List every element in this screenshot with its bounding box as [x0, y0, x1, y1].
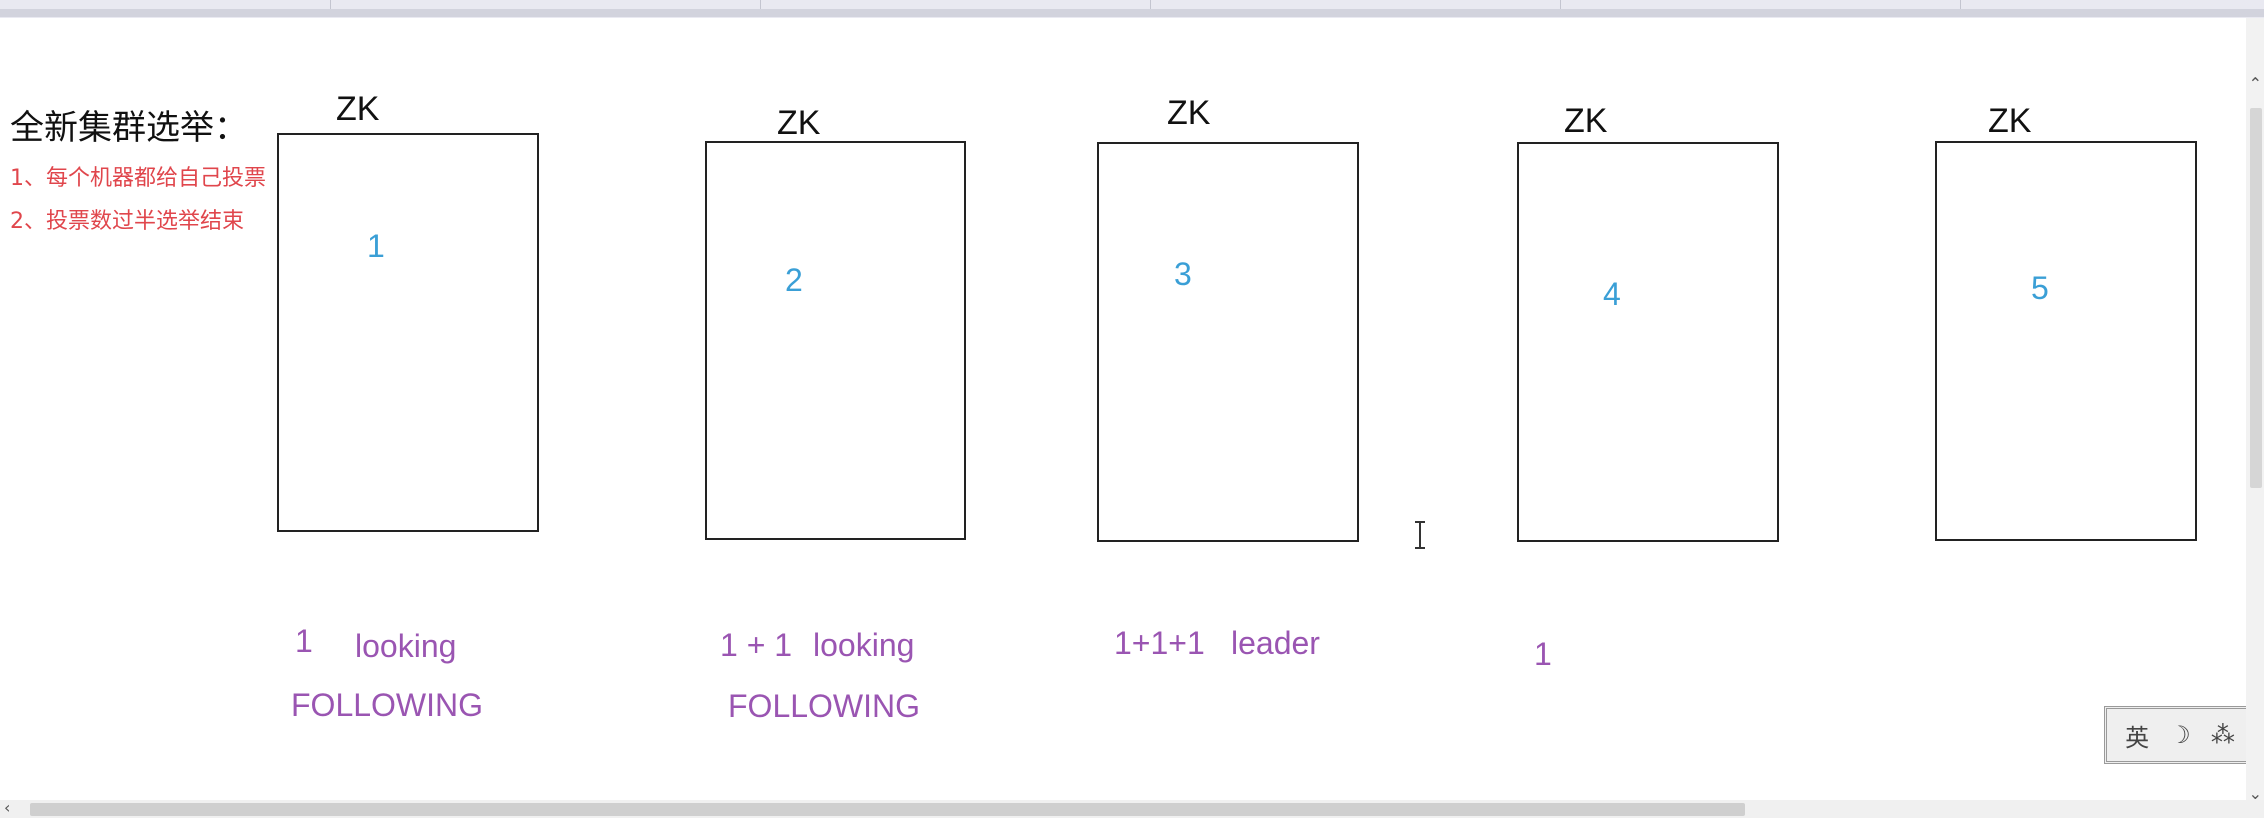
server-1-box — [277, 133, 539, 532]
vertical-scroll-thumb[interactable] — [2250, 108, 2262, 488]
text-cursor-icon — [1415, 521, 1425, 549]
vertical-scrollbar[interactable]: ⌃ ⌄ — [2246, 18, 2264, 808]
scroll-up-icon[interactable]: ⌃ — [2248, 74, 2262, 93]
ime-language-icon[interactable]: 英 — [2125, 723, 2150, 752]
server-2-box — [705, 141, 966, 540]
scroll-down-icon[interactable]: ⌄ — [2248, 784, 2262, 803]
server-1-state: looking — [355, 628, 457, 664]
server-3-state: leader — [1231, 625, 1320, 661]
ruler-tick — [1960, 0, 1961, 9]
server-4-votes: 1 — [1534, 636, 1552, 672]
diagram-title: 全新集群选举： — [10, 108, 248, 148]
server-5-id: 5 — [2031, 270, 2049, 306]
server-4-zk-label: ZK — [1564, 102, 1608, 140]
server-2-id: 2 — [785, 262, 803, 298]
scroll-left-icon[interactable]: ‹ — [4, 798, 11, 817]
ime-toolbar[interactable]: 英 ☽ ⁂ — [2104, 706, 2256, 764]
ruler-tick — [1560, 0, 1561, 9]
server-5-box — [1935, 141, 2197, 541]
server-1-id: 1 — [367, 228, 385, 264]
server-2-state: looking — [813, 627, 915, 663]
server-1-zk-label: ZK — [336, 90, 380, 128]
horizontal-scrollbar[interactable]: ‹ — [0, 798, 2264, 818]
ime-moon-icon[interactable]: ☽ — [2169, 721, 2191, 749]
server-1-votes: 1 — [295, 623, 313, 659]
server-2-votes: 1 + 1 — [720, 627, 793, 663]
server-3-id: 3 — [1174, 256, 1192, 292]
rule-2: 2、投票数过半选举结束 — [10, 209, 244, 234]
horizontal-scroll-thumb[interactable] — [30, 803, 1745, 816]
ruler-tick — [1150, 0, 1151, 9]
server-5-zk-label: ZK — [1988, 102, 2032, 140]
server-3-zk-label: ZK — [1167, 94, 1211, 132]
top-ruler — [0, 0, 2264, 18]
server-2-role: FOLLOWING — [728, 688, 921, 724]
server-1-role: FOLLOWING — [291, 687, 484, 723]
ruler-tick — [760, 0, 761, 9]
server-4-id: 4 — [1603, 276, 1621, 312]
server-3-votes: 1+1+1 — [1114, 625, 1205, 661]
ime-symbol-icon[interactable]: ⁂ — [2210, 721, 2235, 749]
ruler-tick — [330, 0, 331, 9]
server-2-zk-label: ZK — [777, 104, 821, 142]
server-4-box — [1517, 142, 1779, 542]
server-3-box — [1097, 142, 1359, 542]
ruler-bar — [0, 9, 2264, 17]
rule-1: 1、每个机器都给自己投票 — [10, 166, 266, 191]
